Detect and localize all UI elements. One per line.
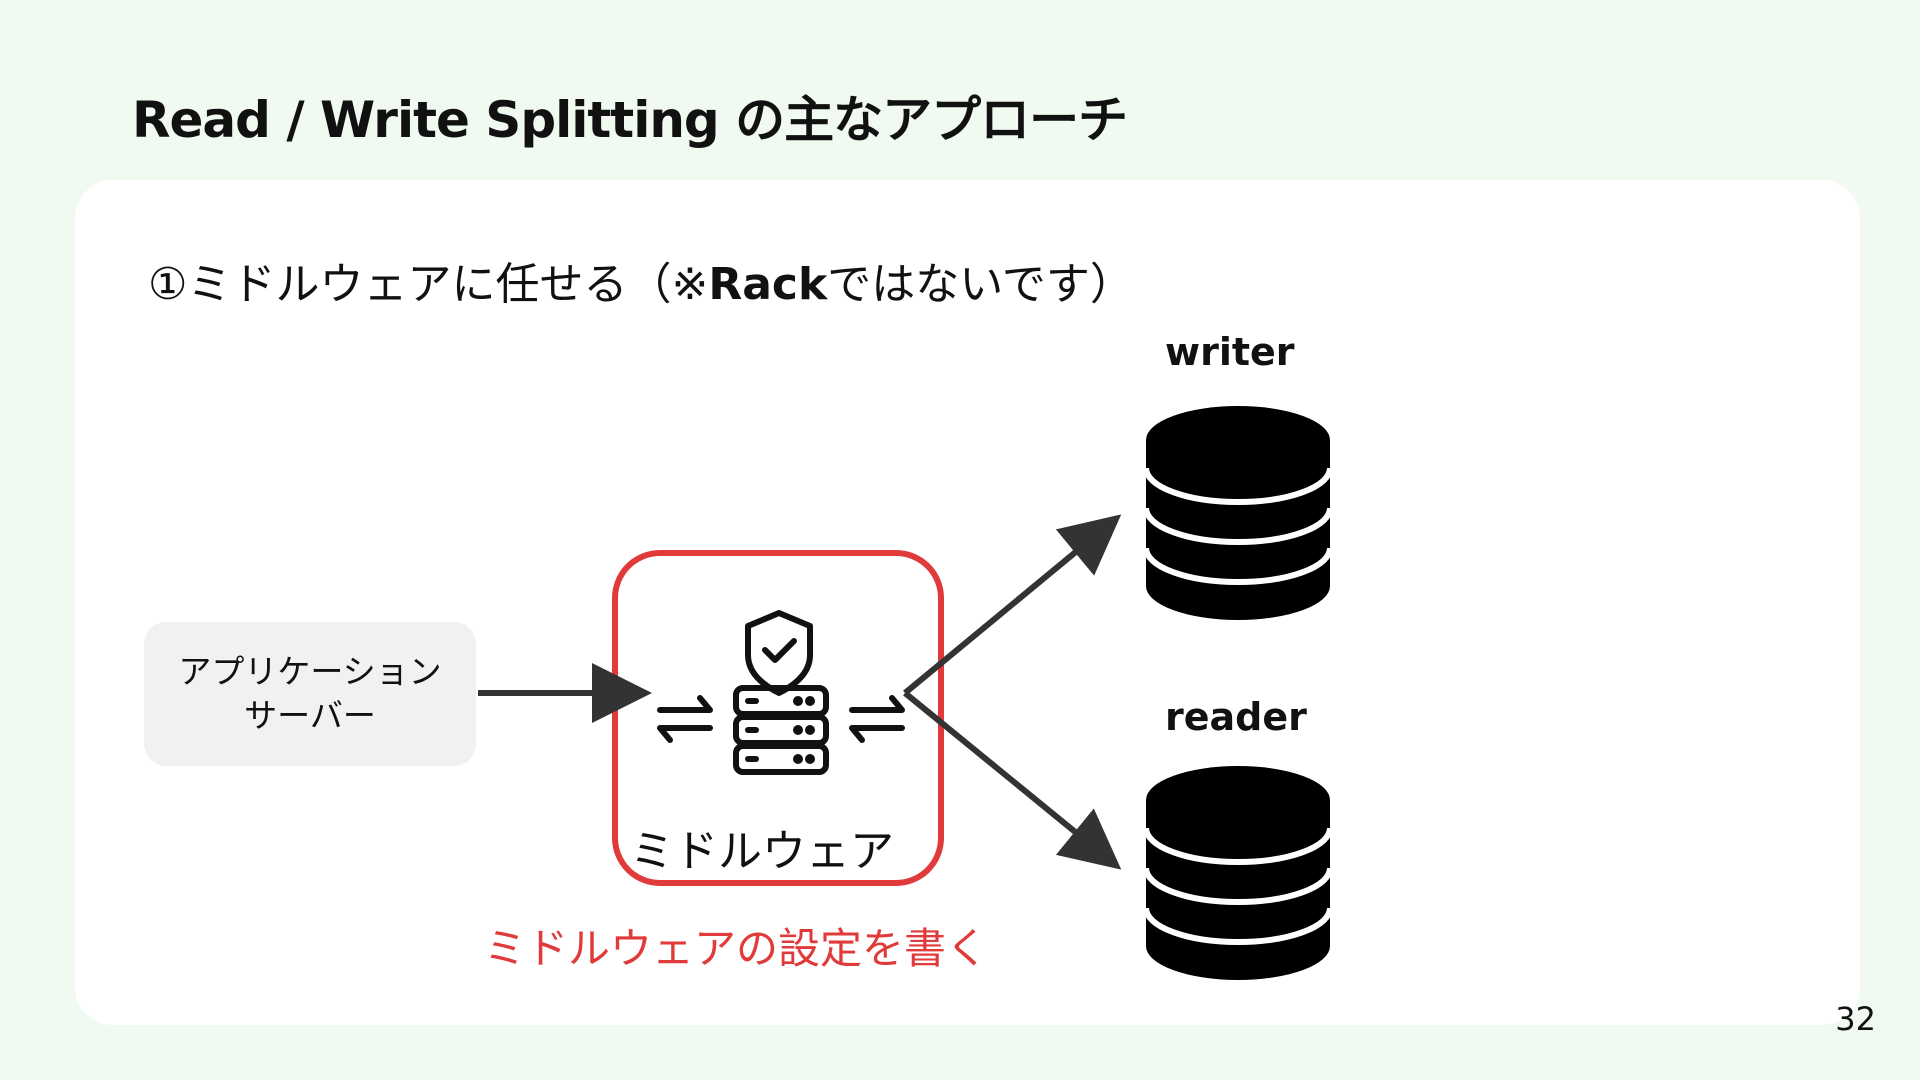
page-title: Read / Write Splitting の主なアプローチ [132,91,1128,149]
approach-subtitle: ①ミドルウェアに任せる（※Rackではないです） [148,248,1134,312]
app-server-box: アプリケーション サーバー [144,622,476,766]
subtitle-rack: Rack [708,259,828,310]
app-server-line2: サーバー [244,696,376,735]
subtitle-prefix: ①ミドルウェアに任せる（※ [148,259,709,310]
page-number: 32 [1835,1000,1876,1038]
middleware-label: ミドルウェア [630,826,894,877]
app-server-line1: アプリケーション [178,652,442,691]
subtitle-suffix: ではないです） [827,259,1134,310]
reader-label: reader [1165,695,1307,739]
writer-label: writer [1165,330,1295,374]
middleware-note: ミドルウェアの設定を書く [484,924,989,973]
